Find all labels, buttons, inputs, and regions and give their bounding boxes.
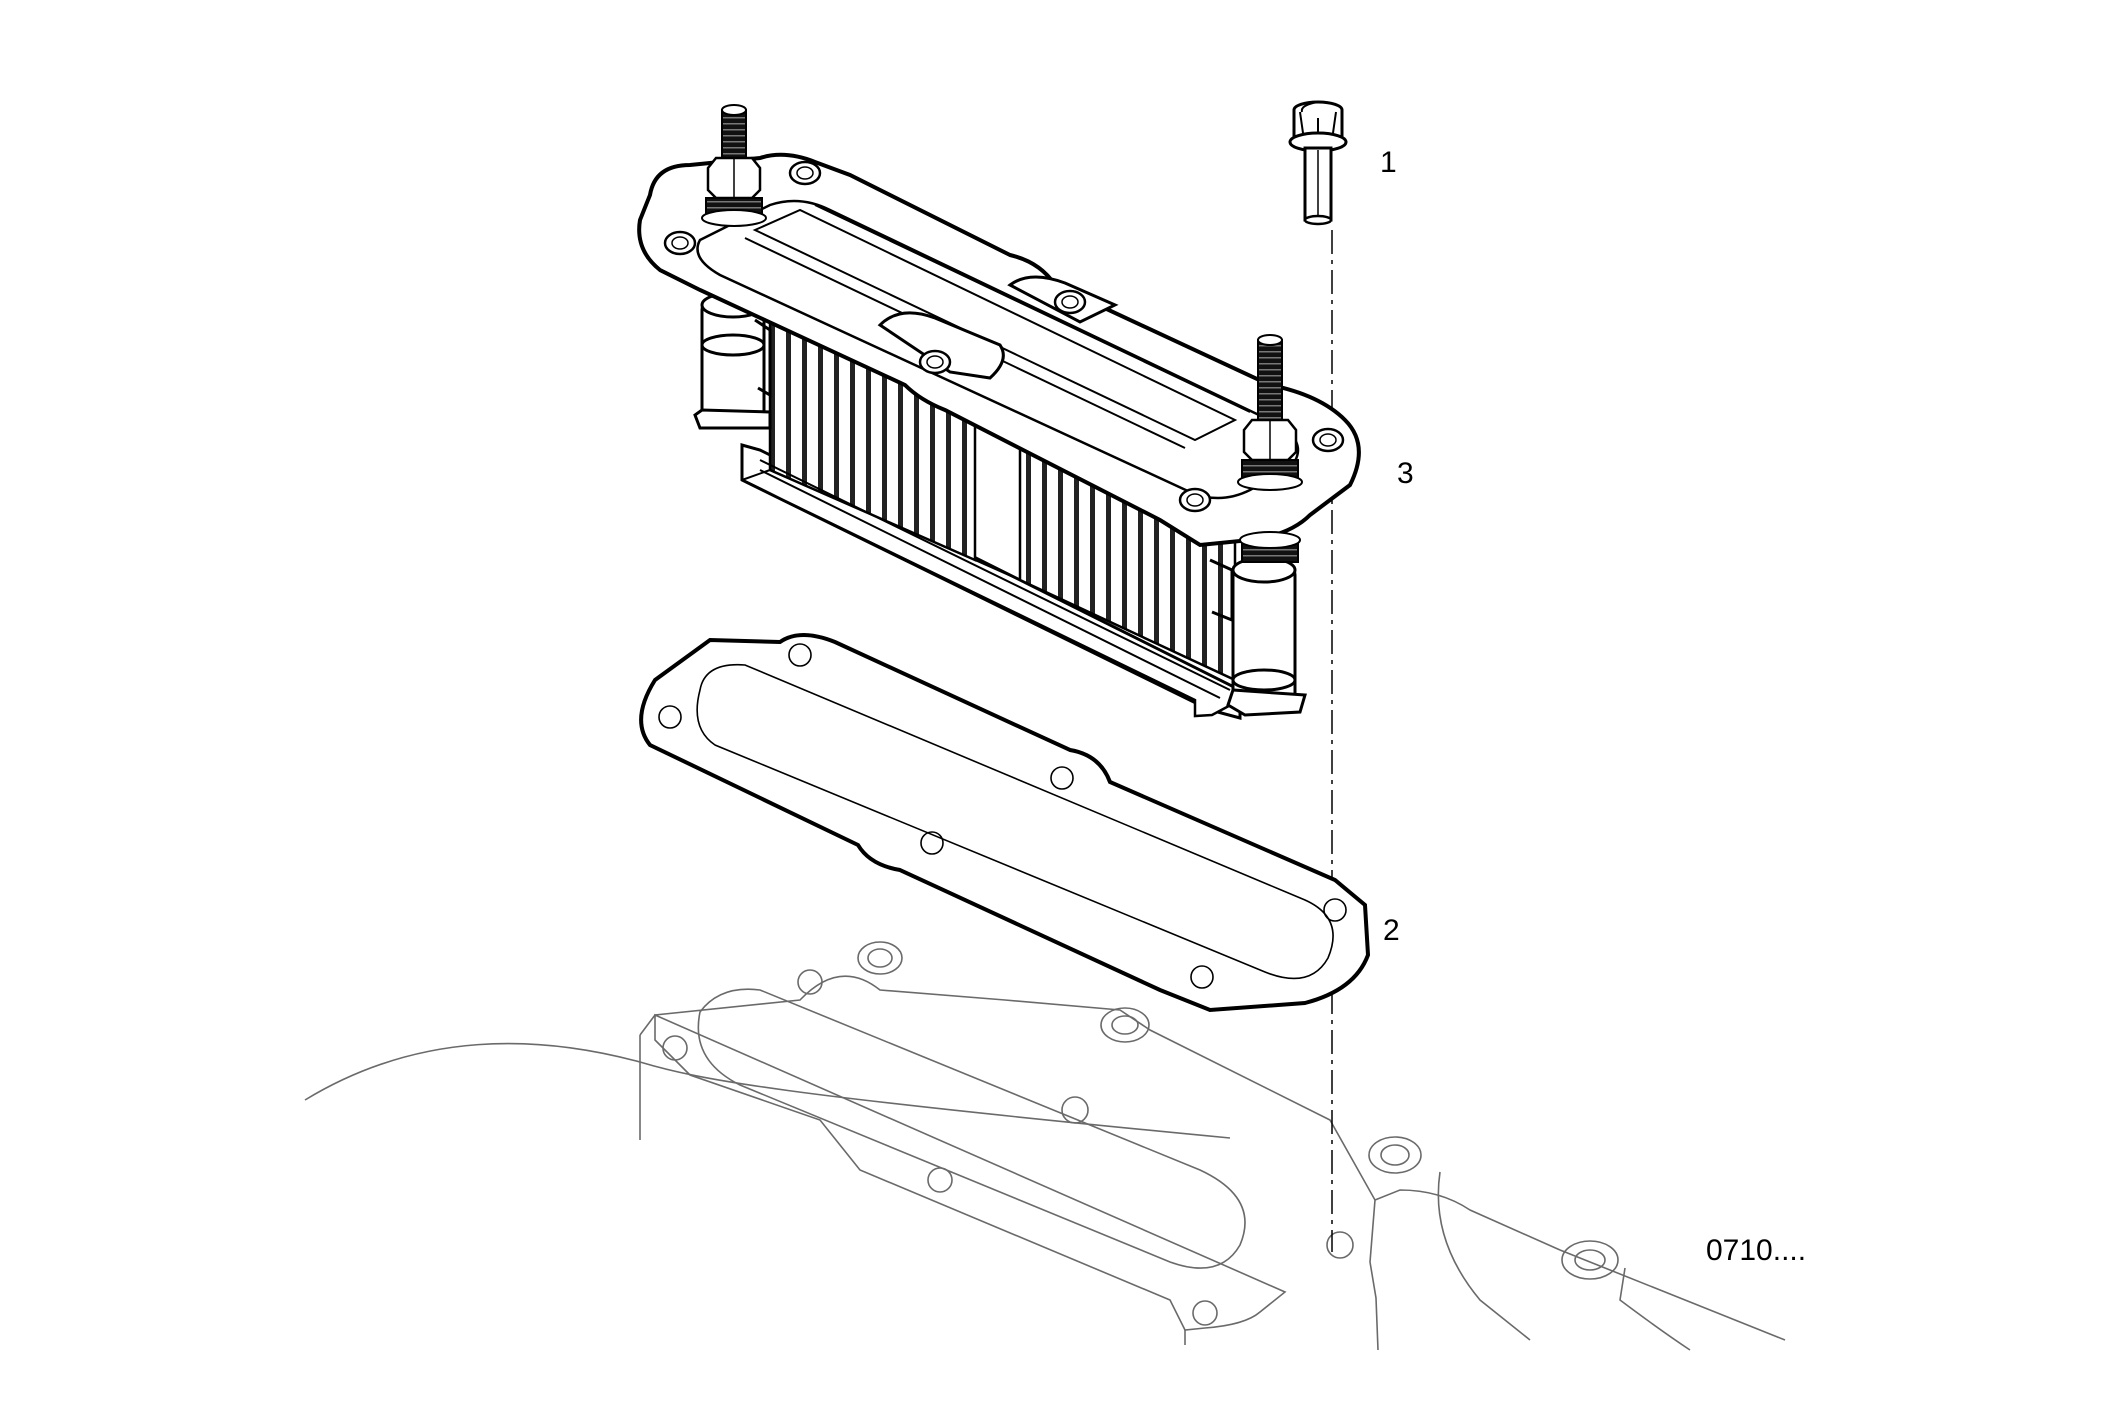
flange-bolt[interactable] — [1288, 100, 1348, 226]
left-stud — [701, 104, 767, 227]
oil-cooler-assembly[interactable] — [637, 104, 1361, 720]
cooler-top-plate — [752, 208, 1238, 442]
callout-1: 1 — [1380, 146, 1397, 179]
gasket[interactable] — [639, 633, 1371, 1013]
callout-3: 3 — [1397, 457, 1414, 490]
right-stud — [1237, 334, 1303, 563]
callout-2: 2 — [1383, 914, 1400, 947]
engine-block-outline — [304, 941, 1786, 1351]
figure-reference: 0710.... — [1706, 1234, 1806, 1267]
cooler-base-lip — [741, 478, 1241, 718]
right-sleeve — [1209, 556, 1307, 717]
